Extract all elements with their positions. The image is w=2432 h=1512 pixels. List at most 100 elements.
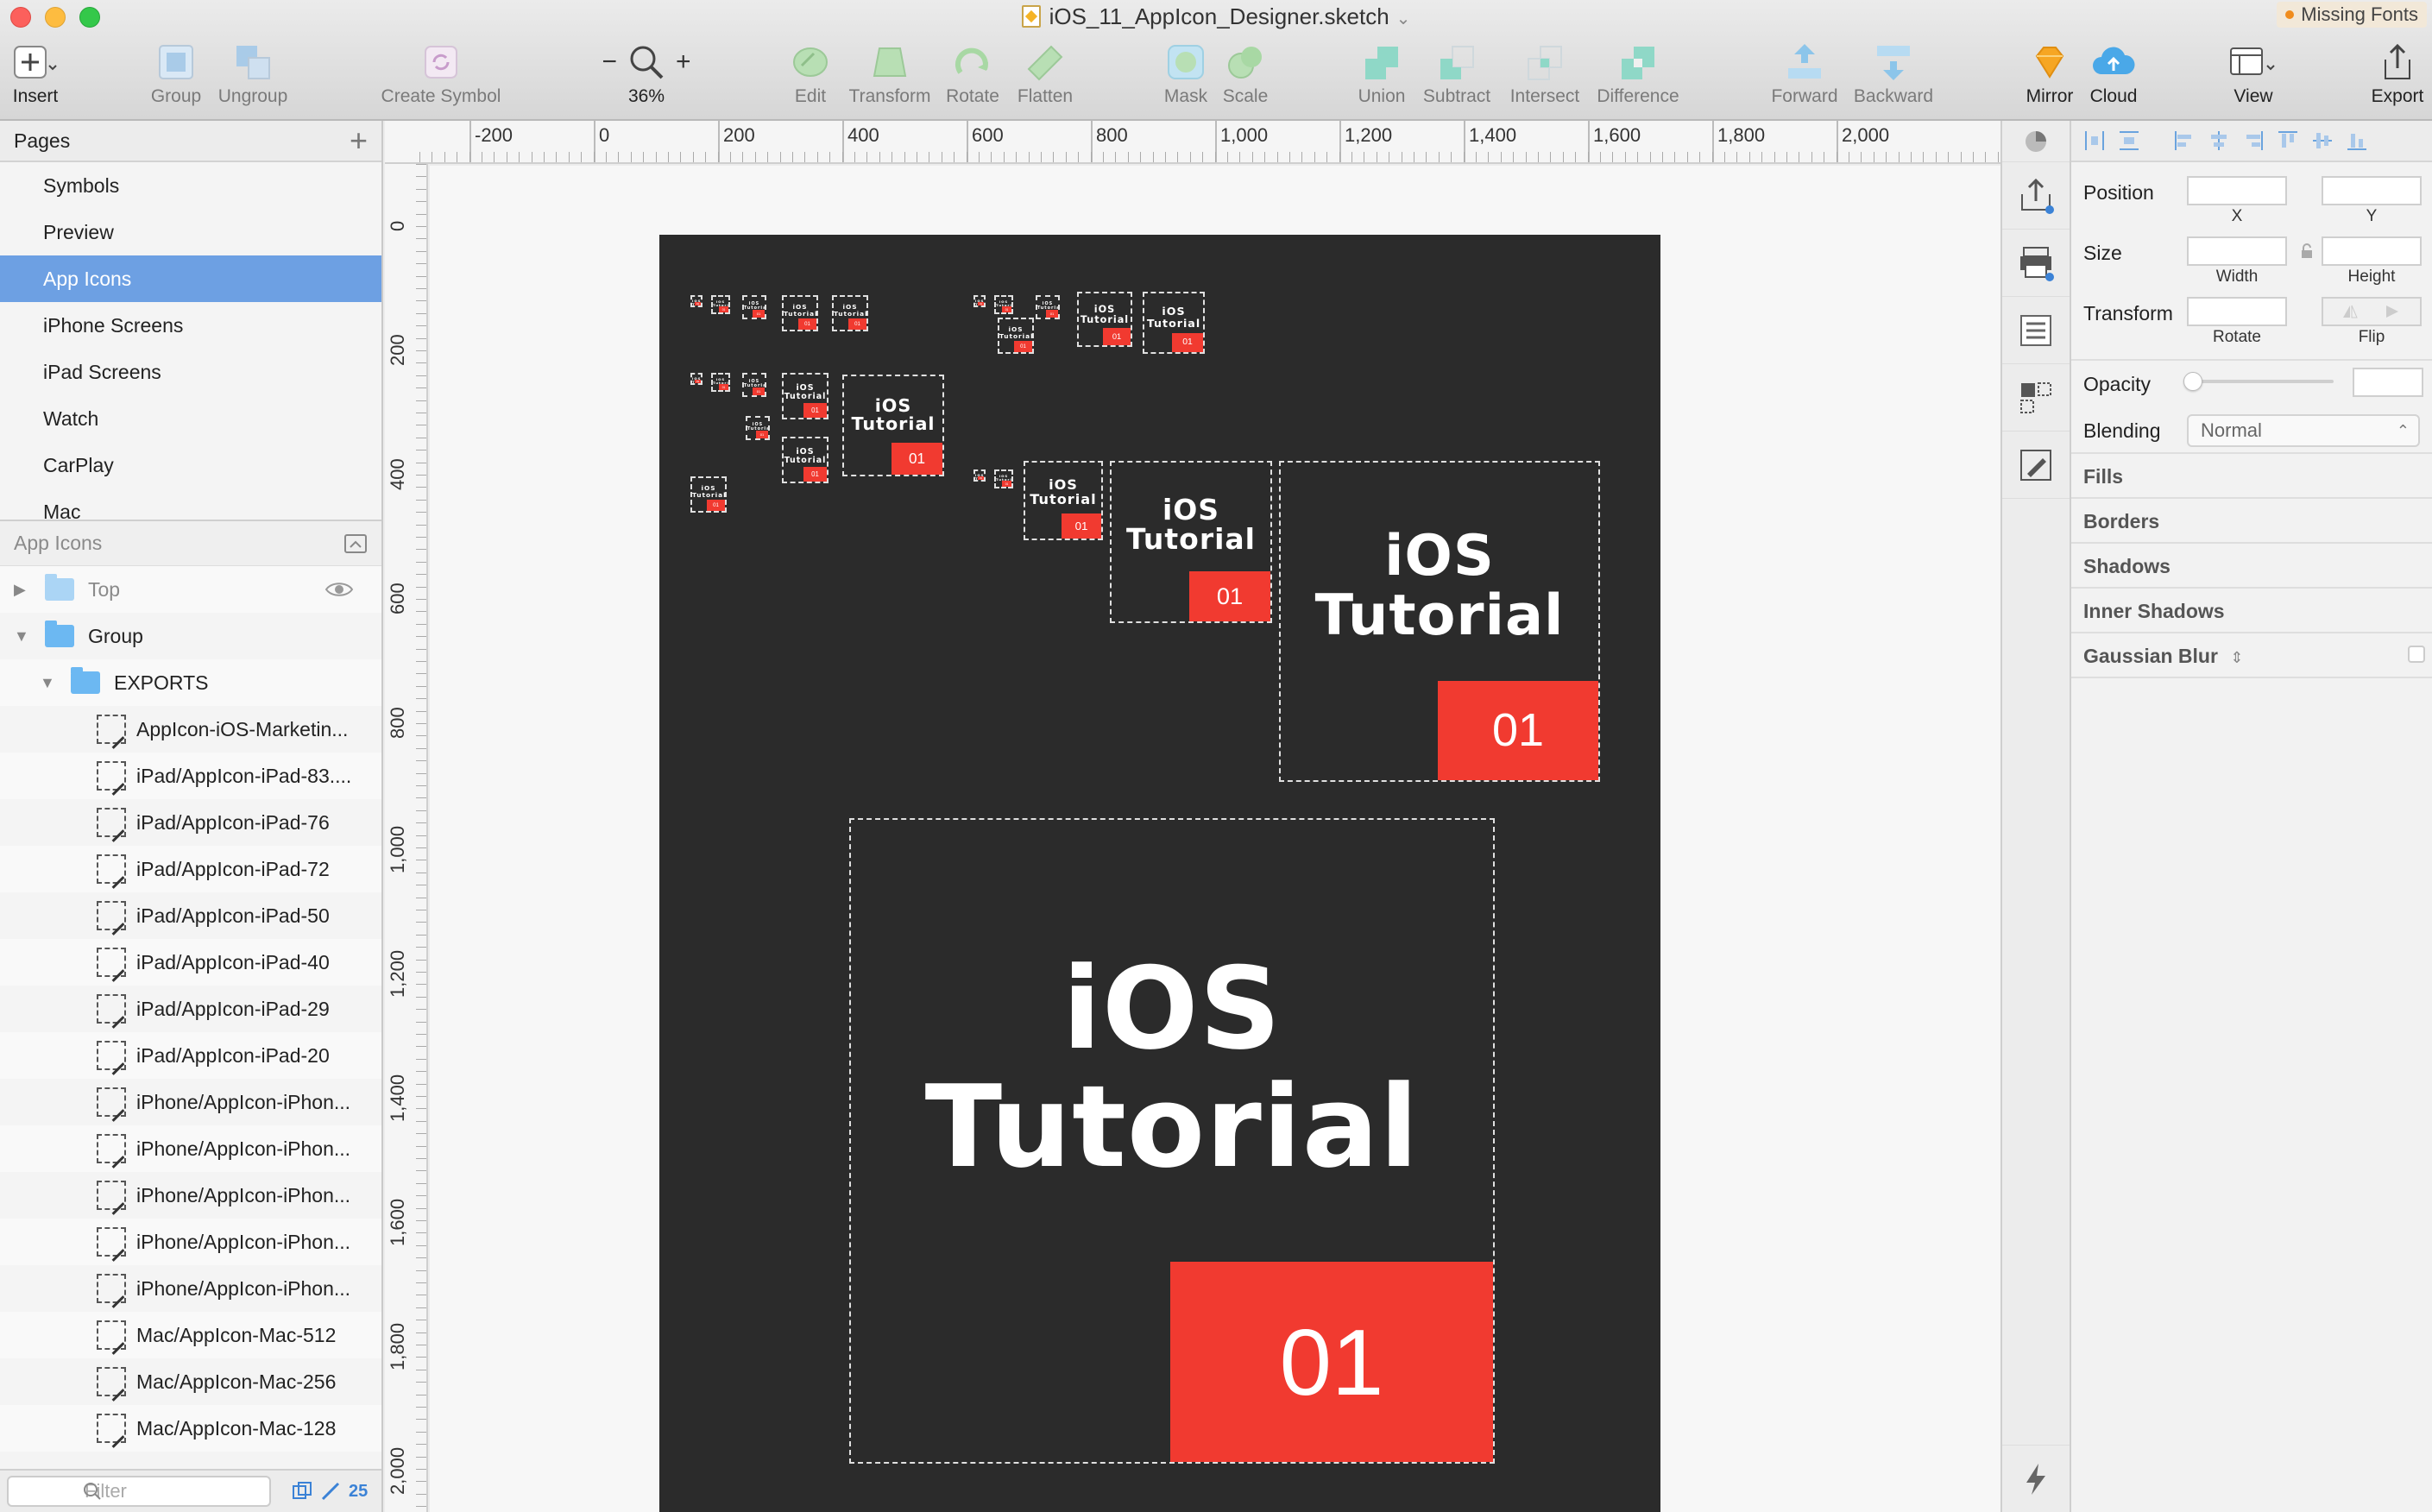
slice-layer-row[interactable]: iPad/AppIcon-iPad-72 bbox=[0, 846, 381, 892]
lock-ratio-icon[interactable] bbox=[2301, 243, 2313, 259]
slice-layer-row[interactable]: iPad/AppIcon-iPad-76 bbox=[0, 799, 381, 846]
mask-button[interactable]: Mask bbox=[1158, 38, 1213, 114]
page-item-preview[interactable]: Preview bbox=[43, 221, 114, 243]
slice-knife-icon[interactable] bbox=[321, 1482, 340, 1501]
height-field[interactable] bbox=[2322, 236, 2422, 266]
ungroup-button[interactable]: Ungroup bbox=[216, 38, 290, 114]
disclosure-down-icon[interactable]: ▼ bbox=[40, 673, 55, 691]
gaussian-blur-section[interactable]: Gaussian Blur ⇕ bbox=[2071, 633, 2432, 678]
artboard-app-icons[interactable]: iOSTutorial01iOSTutorial01iOSTutorial01i… bbox=[659, 235, 1660, 1512]
disclosure-right-icon[interactable]: ▶ bbox=[14, 580, 26, 598]
slider-knob[interactable] bbox=[2183, 372, 2202, 391]
inner-shadows-section[interactable]: Inner Shadows bbox=[2071, 589, 2432, 633]
zoom-out-button[interactable]: − bbox=[602, 47, 617, 76]
position-y-field[interactable] bbox=[2322, 176, 2422, 205]
flip-buttons[interactable] bbox=[2322, 297, 2422, 326]
slice-layer-row[interactable]: iPad/AppIcon-iPad-40 bbox=[0, 939, 381, 986]
page-item-ipad-screens[interactable]: iPad Screens bbox=[43, 361, 161, 383]
create-symbol-button[interactable]: Create Symbol bbox=[376, 38, 506, 114]
rotate-field[interactable] bbox=[2187, 297, 2287, 326]
difference-button[interactable]: Difference bbox=[1590, 38, 1686, 114]
page-item-iphone-screens[interactable]: iPhone Screens bbox=[43, 314, 184, 337]
slice-layer-row[interactable]: iPad/AppIcon-iPad-83.... bbox=[0, 753, 381, 799]
zoom-window-button[interactable] bbox=[79, 7, 100, 28]
slice-layer-row[interactable]: iPhone/AppIcon-iPhon... bbox=[0, 1172, 381, 1219]
position-x-field[interactable] bbox=[2187, 176, 2287, 205]
layout-panel-button[interactable] bbox=[2002, 364, 2070, 432]
slice-layer-row[interactable]: iPhone/AppIcon-iPhon... bbox=[0, 1265, 381, 1312]
view-button[interactable]: View bbox=[2223, 38, 2284, 114]
page-item-mac[interactable]: Mac bbox=[43, 501, 81, 521]
distribute-vertical-icon[interactable] bbox=[2118, 129, 2140, 152]
slice-layer-row[interactable]: Mac/AppIcon-Mac-128 bbox=[0, 1405, 381, 1452]
minimize-window-button[interactable] bbox=[45, 7, 66, 28]
insert-button[interactable]: Insert bbox=[5, 38, 66, 114]
slice-layer-row[interactable]: iPhone/AppIcon-iPhon... bbox=[0, 1125, 381, 1172]
slice-layer-row[interactable]: AppIcon-iOS-Marketin... bbox=[0, 706, 381, 753]
window-title[interactable]: iOS_11_AppIcon_Designer.sketch⌄ bbox=[0, 3, 2432, 30]
style-toggle-button[interactable] bbox=[2002, 121, 2070, 162]
canvas[interactable]: iOSTutorial01iOSTutorial01iOSTutorial01i… bbox=[430, 166, 2000, 1512]
slice-layer-row[interactable]: Mac/AppIcon-Mac-512 bbox=[0, 1312, 381, 1358]
forward-button[interactable]: Forward bbox=[1767, 38, 1842, 114]
export-panel-button[interactable] bbox=[2002, 162, 2070, 230]
slice-layer-row[interactable]: iPad/AppIcon-iPad-20 bbox=[0, 1032, 381, 1079]
gaussian-blur-checkbox[interactable] bbox=[2408, 646, 2425, 663]
slice-layer-row[interactable]: Mac/AppIcon-Mac-256 bbox=[0, 1358, 381, 1405]
flatten-button[interactable]: Flatten bbox=[1011, 38, 1079, 114]
align-top-icon[interactable] bbox=[2277, 129, 2299, 152]
page-item-app-icons[interactable]: App Icons bbox=[0, 255, 381, 302]
close-window-button[interactable] bbox=[10, 7, 31, 28]
fills-section[interactable]: Fills bbox=[2071, 454, 2432, 499]
shadows-section[interactable]: Shadows bbox=[2071, 544, 2432, 589]
width-field[interactable] bbox=[2187, 236, 2287, 266]
opacity-field[interactable] bbox=[2353, 368, 2423, 397]
eye-icon[interactable] bbox=[324, 580, 354, 599]
slice-layer-row[interactable]: iPhone/AppIcon-iPhon... bbox=[0, 1079, 381, 1125]
slice-layer-row[interactable]: iPad/AppIcon-iPad-50 bbox=[0, 892, 381, 939]
backward-button[interactable]: Backward bbox=[1847, 38, 1940, 114]
missing-fonts-button[interactable]: Missing Fonts bbox=[2277, 2, 2427, 28]
export-button[interactable]: Export bbox=[2365, 38, 2430, 114]
cloud-button[interactable]: Cloud bbox=[2083, 38, 2144, 114]
collapse-layers-icon[interactable] bbox=[343, 533, 368, 554]
page-item-symbols[interactable]: Symbols bbox=[43, 174, 120, 197]
transform-button[interactable]: Transform bbox=[842, 38, 937, 114]
zoom-control[interactable]: − + 36% bbox=[590, 38, 703, 114]
align-center-horizontal-icon[interactable] bbox=[2208, 129, 2230, 152]
layer-row-exports[interactable]: ▼ EXPORTS bbox=[0, 659, 381, 706]
scale-button[interactable]: Scale bbox=[1217, 38, 1274, 114]
group-button[interactable]: Group bbox=[145, 38, 207, 114]
add-page-button[interactable]: + bbox=[349, 123, 368, 158]
opacity-slider[interactable] bbox=[2183, 372, 2334, 391]
borders-section[interactable]: Borders bbox=[2071, 499, 2432, 544]
layer-row-group[interactable]: ▼ Group bbox=[0, 613, 381, 659]
intersect-button[interactable]: Intersect bbox=[1502, 38, 1588, 114]
blending-mode-select[interactable]: Normal ⌃ bbox=[2187, 414, 2420, 447]
copy-layers-icon[interactable] bbox=[292, 1481, 312, 1502]
slice-layer-row[interactable]: iPhone/AppIcon-iPhon... bbox=[0, 1219, 381, 1265]
align-middle-icon[interactable] bbox=[2311, 129, 2334, 152]
zoom-in-button[interactable]: + bbox=[676, 47, 691, 76]
printer-panel-button[interactable] bbox=[2002, 230, 2070, 297]
